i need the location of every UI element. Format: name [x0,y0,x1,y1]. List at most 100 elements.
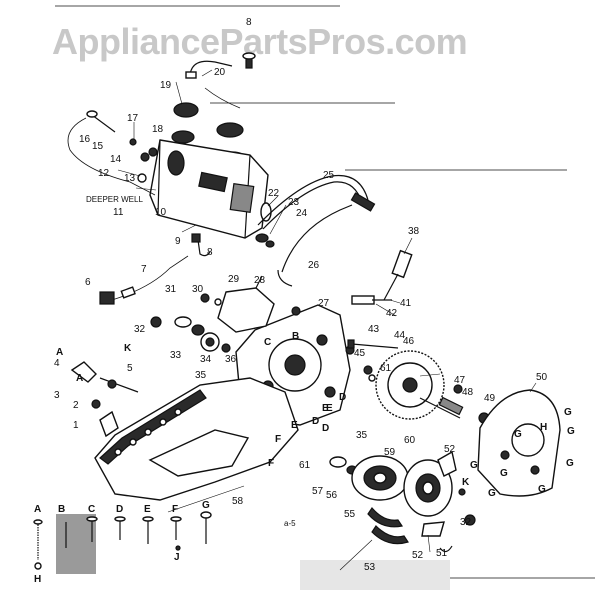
part-label: 52 [444,444,456,455]
letter-label: G [514,429,522,440]
part-label: 28 [254,275,266,286]
part-label: 12 [98,168,110,179]
part-label: 24 [296,208,308,219]
part-label: 51 [436,548,448,559]
part-label: 2 [73,400,79,411]
shaft-part-38 [391,249,413,279]
letter-label: C [264,337,271,348]
part-4 [70,361,97,383]
part-number-labels: 8 20 19 17 18 16 15 14 12 13 DEEPER WELL… [54,17,548,573]
drum-hub [373,472,387,484]
part-label: 59 [384,447,396,458]
part-label: 14 [110,154,122,165]
bracket-tab [255,275,263,289]
bolt-head [347,339,355,349]
part-label: 16 [79,134,91,145]
screw-part-30 [200,293,210,303]
part-18 [148,147,158,157]
part-label: 5 [127,363,133,374]
part-label: 19 [160,80,172,91]
part-45 [363,365,373,375]
cover-bulge [511,423,545,457]
fastener-legend-letters: A B C D E F G H J [34,500,210,585]
figure-code: a-5 [284,519,296,528]
leader-lines [117,69,537,571]
part-label: 15 [92,141,104,152]
legend-letter: J [174,552,180,563]
fitting [265,240,275,248]
part-label: 20 [214,67,226,78]
part-label: 38 [408,226,420,237]
base-assembly [70,361,299,501]
part-label: 9 [175,236,181,247]
cover-screw-hole [530,465,540,475]
legend-letter: D [116,504,123,515]
screw-head [142,516,154,522]
letter-label: F [275,434,281,445]
housing-boss [324,386,336,398]
base-hole [114,448,122,456]
cord-part-7 [111,255,189,301]
watermark-text: AppliancePartsPros.com [52,21,467,62]
cap-part-19 [216,122,244,138]
part-47 [453,384,463,394]
cap [171,130,195,144]
bolt-head [86,110,98,118]
legend-letter: A [34,504,41,515]
part-label: 50 [536,372,548,383]
clip-part-42 [351,295,375,305]
part-label: 49 [484,393,496,404]
bracket-foot [185,71,197,79]
pad-part-52 [421,521,445,537]
screw-head [86,516,98,522]
part-label: 34 [200,354,212,365]
washer-J-icon [175,545,181,551]
letter-label: G [567,426,575,437]
part-label: 33 [170,350,182,361]
gear-hub [402,377,418,393]
fitting-part-23 [255,233,269,243]
part-label: 23 [288,197,300,208]
part-label: 41 [400,298,412,309]
legend-letter: E [144,504,151,515]
part-label: 52 [412,550,424,561]
tube-part-25 [257,174,369,226]
part-label: 30 [192,284,204,295]
part-label: 43 [368,324,380,335]
tank-knob [167,150,185,176]
base-tray [148,429,250,477]
wheel-bore [422,481,434,495]
washer-H-icon [34,562,42,570]
cord-clamp [120,286,136,299]
part-label: 47 [454,375,466,386]
legend-letter: F [172,504,178,515]
valve-body [191,233,201,243]
part-label: 55 [344,509,356,520]
legend-letter: H [34,574,41,585]
base-hole [159,418,167,426]
pad-part-52 [437,450,457,477]
scan-smudge [300,560,450,590]
tube-end [277,269,293,287]
part-31 [174,316,192,328]
screw-head [114,516,126,522]
letter-label: D [322,423,329,434]
part-label: 26 [308,260,320,271]
tube-connector [350,192,376,212]
tube-part-26 [281,204,353,273]
letter-label: A [76,373,83,384]
part-label: 32 [460,517,472,528]
part-label: 35 [195,370,207,381]
part-label: 61 [299,460,311,471]
part-label: 56 [326,490,338,501]
letter-label: A [56,347,63,358]
bushing-hole [205,337,215,347]
letter-label: G [564,407,572,418]
plug-part-6 [99,291,115,305]
screw-head [200,511,212,519]
shaft-part-48 [419,397,461,419]
letter-label: K [462,477,470,488]
washer [368,374,376,382]
cord-assembly [99,255,189,305]
